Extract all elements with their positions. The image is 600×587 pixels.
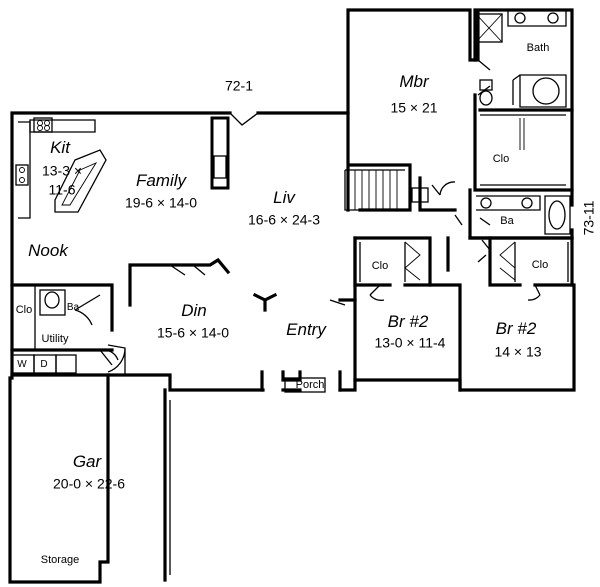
entry-door-top (229, 112, 259, 126)
hall-bath-tub (544, 195, 571, 235)
bath-toilet (479, 79, 493, 91)
br2-dim: 14 × 13 (494, 343, 542, 360)
door-swing-br2 (527, 284, 541, 301)
dryer-label: D (40, 358, 48, 370)
bedroom-1-closet-wall (353, 236, 432, 287)
bath-sink-2 (547, 12, 559, 24)
mbr-dim: 15 × 21 (390, 99, 438, 116)
gar-dim: 20-0 × 22-6 (53, 475, 125, 492)
garage-door-swing (107, 344, 126, 375)
kitchen-counter-left (18, 121, 31, 219)
dining-wall (128, 257, 231, 307)
family-name: Family (135, 171, 187, 191)
br2-closet-name: Clo (531, 259, 549, 272)
shower (475, 13, 503, 43)
bath-tub (519, 74, 567, 108)
din-dim: 15-6 × 14-0 (157, 324, 229, 341)
hall-wall (446, 236, 492, 272)
porch-name: Porch (295, 379, 325, 392)
utility-wall (10, 283, 114, 377)
din-name: Din (181, 301, 207, 321)
br1-name: Br #2 (387, 312, 429, 332)
mbr-south-wall (346, 111, 457, 212)
bath-name: Bath (526, 42, 550, 55)
mbr-name: Mbr (399, 72, 429, 92)
dimension-right: 73-11 (580, 200, 597, 236)
fireplace (210, 116, 230, 190)
exterior-wall (8, 8, 576, 584)
door-swing-br1 (369, 284, 385, 301)
kit-dim-2: 11-6 (48, 181, 76, 198)
door-swing-mbr (431, 181, 456, 196)
liv-dim: 16-6 × 24-3 (248, 211, 320, 228)
family-dim: 19-6 × 14-0 (125, 194, 197, 211)
porch-wall (260, 370, 342, 392)
mbr-closet-name: Clo (492, 153, 510, 166)
stairs (344, 169, 405, 211)
bedroom-2-closet-wall (488, 236, 574, 287)
hall-bath-name: Ba (500, 215, 514, 228)
kit-dim-1: 13-3 × (41, 162, 83, 179)
storage-name: Storage (40, 554, 80, 567)
kitchen-island (54, 149, 107, 213)
porch-slab (284, 377, 326, 393)
hall-bath-sink-1 (480, 197, 492, 209)
hall-bath-wall (468, 188, 574, 240)
utility-bath-fixture (39, 289, 66, 316)
hall-bath-sink-2 (521, 197, 533, 209)
bath-sink-1 (514, 12, 526, 24)
washer-label: W (17, 358, 27, 370)
kitchen-sink (33, 117, 53, 133)
br1-closet-name: Clo (371, 260, 389, 273)
column (252, 292, 278, 312)
linen-cabinet (411, 187, 429, 203)
utility-name: Utility (41, 333, 69, 346)
bedroom-divider-wall (353, 236, 462, 392)
mbr-bath-wall (473, 8, 574, 192)
mbr-closet-rod (519, 118, 525, 150)
br1-dim: 13-0 × 11-4 (374, 334, 446, 351)
liv-name: Liv (273, 188, 295, 208)
door-swing-entry (329, 299, 346, 306)
utility-closet-name: Clo (15, 304, 33, 317)
utility-bath-name: Ba (66, 301, 80, 313)
utility-sink (55, 354, 77, 374)
dimension-top: 72-1 (224, 77, 254, 94)
kit-name: Kit (50, 138, 70, 158)
kitchen-range (15, 164, 29, 186)
nook-name: Nook (28, 241, 68, 261)
br2-name: Br #2 (495, 319, 537, 339)
gar-name: Gar (72, 452, 102, 472)
entry-name: Entry (286, 320, 326, 340)
bath-door (477, 59, 491, 96)
